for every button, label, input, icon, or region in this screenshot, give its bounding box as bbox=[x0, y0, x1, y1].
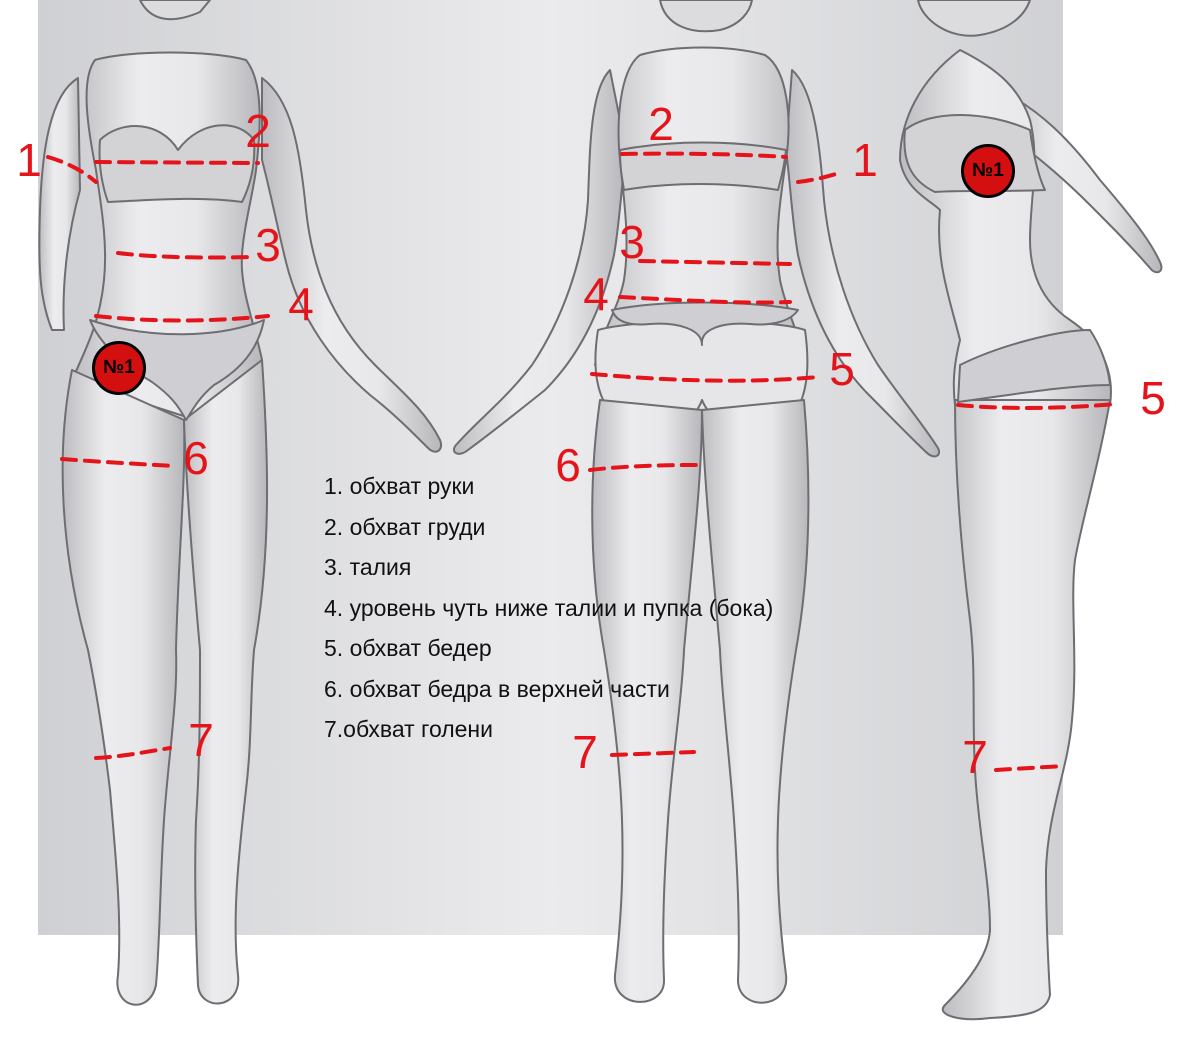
back-figure bbox=[452, 0, 940, 1004]
back-marker-5: 5 bbox=[829, 343, 855, 395]
side-line-5 bbox=[956, 402, 1118, 410]
back-line-7 bbox=[610, 750, 696, 757]
back-line-6 bbox=[588, 463, 698, 472]
back-marker-2: 2 bbox=[648, 98, 674, 150]
legend-item-6: 6. обхват бедра в верхней части bbox=[324, 675, 670, 702]
front-marker-7: 7 bbox=[188, 714, 214, 766]
front-marker-2: 2 bbox=[245, 105, 271, 157]
front-marker-3: 3 bbox=[255, 219, 281, 271]
front-marker-4: 4 bbox=[288, 278, 314, 330]
legend-item-1: 1. обхват руки bbox=[324, 473, 475, 499]
back-marker-7: 7 bbox=[572, 726, 598, 778]
front-marker-6: 6 bbox=[183, 432, 209, 484]
back-line-4 bbox=[618, 295, 792, 305]
front-badge: №1 bbox=[92, 341, 146, 395]
back-line-5 bbox=[590, 372, 820, 383]
front-figure bbox=[38, 0, 442, 1006]
legend-item-7: 7.обхват голени bbox=[324, 716, 493, 742]
back-marker-6: 6 bbox=[555, 439, 581, 491]
back-marker-3: 3 bbox=[619, 216, 645, 268]
measurement-legend: 1. обхват руки 2. обхват груди 3. талия … bbox=[324, 466, 773, 750]
back-line-1 bbox=[796, 170, 844, 184]
side-marker-5: 5 bbox=[1140, 372, 1166, 424]
side-marker-7: 7 bbox=[962, 731, 988, 783]
front-line-4 bbox=[94, 314, 270, 323]
legend-item-3: 3. талия bbox=[324, 554, 412, 580]
front-line-6 bbox=[60, 457, 176, 468]
front-marker-1: 1 bbox=[16, 134, 42, 186]
front-line-3 bbox=[116, 251, 254, 260]
legend-item-5: 5. обхват бедер bbox=[324, 635, 492, 661]
front-line-7 bbox=[94, 746, 172, 760]
legend-item-2: 2. обхват груди bbox=[324, 513, 486, 540]
back-line-3 bbox=[638, 259, 792, 266]
back-marker-1: 1 bbox=[852, 134, 878, 186]
legend-item-4: 4. уровень чуть ниже талии и пупка (бока… bbox=[324, 594, 774, 621]
back-line-2 bbox=[620, 151, 788, 159]
back-marker-4: 4 bbox=[583, 268, 609, 320]
front-line-2 bbox=[94, 160, 260, 165]
side-badge: №1 bbox=[961, 144, 1015, 198]
side-line-7 bbox=[994, 764, 1066, 772]
front-line-1 bbox=[46, 155, 98, 184]
